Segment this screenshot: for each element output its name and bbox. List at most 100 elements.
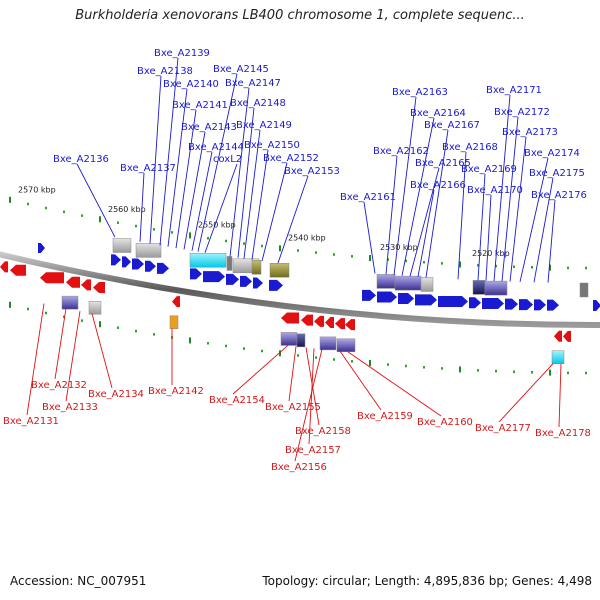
coordinate-tick-lower [351,360,353,363]
leader-bxe-a2169 [477,173,486,281]
gene-label-bxe-a2149: Bxe_A2149 [236,120,292,131]
coordinate-ticks [9,196,587,376]
coordinate-tick-upper [495,264,497,268]
plus-strand-gene-arrow [253,277,263,289]
gene-label-bxe-a2159: Bxe_A2159 [357,411,413,422]
feature-box-minus [88,300,102,315]
gene-label-bxe-a2136: Bxe_A2136 [53,154,109,165]
feature-box-plus [376,274,396,289]
leader-bxe-a2156 [294,349,323,462]
gene-label-bxe-a2167: Bxe_A2167 [424,120,480,131]
gene-label-bxe-a2158: Bxe_A2158 [295,426,351,437]
coordinate-tick-lower [531,371,533,374]
leader-bxe-a2178 [558,363,562,428]
gene-label-bxe-a2176: Bxe_A2176 [531,190,587,201]
feature-box-plus [269,263,290,278]
minus-strand-gene-arrow [345,319,355,331]
coordinate-tick-lower [27,307,29,311]
leader-bxe-a2162 [385,155,398,275]
coordinate-tick-lower [45,311,47,315]
coordinate-tick-upper [9,196,11,203]
coordinate-tick-upper [351,255,353,258]
coordinate-tick-upper [423,260,425,264]
leader-bxe-a2143 [183,131,206,250]
feature-box-plus [189,252,227,268]
plus-strand-gene-arrow [157,262,169,274]
coordinate-tick-upper [45,206,47,210]
feature-box-minus [336,338,356,352]
minus-strand-gene-arrow [563,330,571,342]
coordinate-tick-lower [423,365,425,369]
coordinate-tick-upper [63,210,65,214]
gene-label-bxe-a2169: Bxe_A2169 [461,164,517,175]
leader-bxe-a2171 [493,94,511,282]
coordinate-tick-lower [441,367,443,370]
minus-strand-gene-arrow [301,314,313,326]
gene-label-bxe-a2153: Bxe_A2153 [284,166,340,177]
coordinate-tick-upper [297,249,299,252]
leader-bxe-a2155 [288,346,297,402]
gene-label-bxe-a2174: Bxe_A2174 [524,148,580,159]
minus-strand-gene-arrow [93,282,105,294]
plus-strand-gene-arrow [111,254,121,266]
feature-box-plus [226,256,233,271]
leader-bxe-a2165 [409,167,440,277]
coordinate-tick-lower [153,333,155,336]
leader-bxe-a2172 [501,116,519,282]
leader-bxe-a2164 [401,117,435,276]
coordinate-tick-upper [261,244,263,248]
coordinate-tick-lower [459,366,461,373]
leader-bxe-a2131 [26,303,45,416]
coordinate-tick-upper [189,232,191,239]
kbp-label-2530-kbp: 2530 kbp [380,243,418,252]
coordinate-tick-lower [243,347,245,350]
gene-label-coxl2: coxL2 [213,154,242,165]
coordinate-tick-upper [27,202,29,206]
coordinate-tick-lower [315,356,317,359]
minus-strand-gene-arrow [10,264,26,276]
plus-strand-gene-arrow [547,299,559,311]
plus-strand-gene-arrow [377,291,397,303]
coordinate-tick-upper [459,261,461,268]
gene-label-bxe-a2170: Bxe_A2170 [467,185,523,196]
coordinate-tick-lower [9,301,11,308]
leader-bxe-a2157 [308,348,315,445]
plus-strand-gene-arrow [226,273,239,285]
gene-label-bxe-a2155: Bxe_A2155 [265,402,321,413]
leader-bxe-a2168 [457,151,467,280]
minus-strand-gene-arrow [172,296,180,308]
coordinate-tick-lower [333,358,335,361]
feature-box-minus [296,333,306,348]
coordinate-tick-lower [81,319,83,322]
coordinate-tick-lower [117,326,119,329]
leader-bxe-a2153 [277,175,309,264]
coordinate-tick-upper [117,221,119,224]
leader-bxe-a2133 [65,311,81,402]
label-leaders [26,57,562,462]
plus-strand-gene-arrow [482,297,504,309]
gene-label-bxe-a2161: Bxe_A2161 [340,192,396,203]
leader-bxe-a2139 [159,57,179,246]
coordinate-tick-lower [567,371,569,375]
coordinate-tick-upper [243,242,245,245]
gene-label-bxe-a2139: Bxe_A2139 [154,48,210,59]
gene-label-bxe-a2172: Bxe_A2172 [494,107,550,118]
gene-label-bxe-a2160: Bxe_A2160 [417,417,473,428]
coordinate-tick-upper [477,264,479,267]
gene-label-bxe-a2175: Bxe_A2175 [529,168,585,179]
gene-label-bxe-a2157: Bxe_A2157 [285,445,341,456]
coordinate-tick-lower [63,315,65,319]
leader-bxe-a2175 [533,177,554,283]
gene-arrows [0,243,600,342]
coordinate-tick-upper [585,266,587,270]
coordinate-tick-upper [279,245,281,252]
leader-bxe-a2140 [167,88,188,247]
leader-bxe-a2163 [393,96,417,276]
accession: Accession: NC_007951 [10,574,147,588]
gene-label-bxe-a2156: Bxe_A2156 [271,462,327,473]
gene-label-bxe-a2162: Bxe_A2162 [373,146,429,157]
gene-label-bxe-a2152: Bxe_A2152 [263,153,319,164]
gene-label-bxe-a2138: Bxe_A2138 [137,66,193,77]
coordinate-tick-upper [387,258,389,261]
feature-box-minus [280,332,298,346]
